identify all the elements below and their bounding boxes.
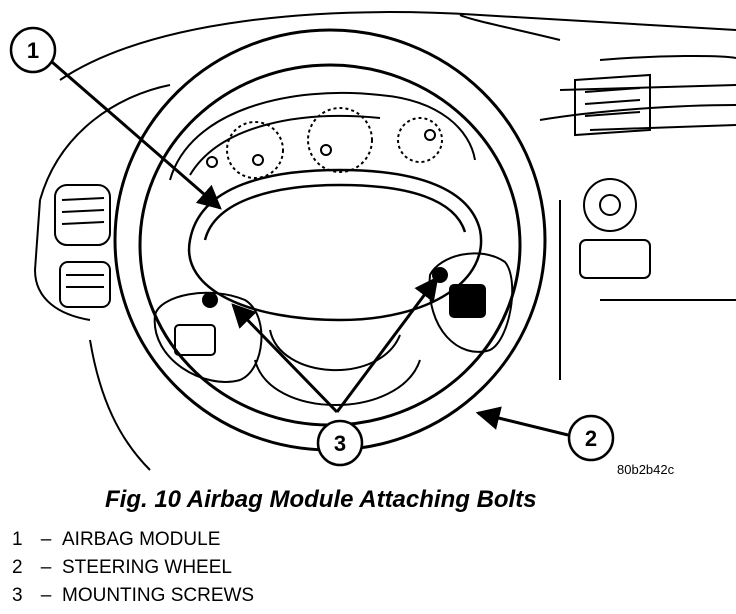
legend-label: AIRBAG MODULE (62, 529, 221, 550)
legend-dash: – (40, 585, 52, 606)
legend-label: MOUNTING SCREWS (62, 585, 255, 606)
figure-id: 80b2b42c (617, 462, 675, 477)
dashboard (33, 11, 736, 471)
airbag-diagram: 1 2 3 (9, 11, 736, 471)
legend-dash: – (40, 529, 52, 550)
legend-number: 1 (12, 529, 23, 550)
left-screw-access (153, 291, 263, 383)
legend-item: 1–AIRBAG MODULE (12, 526, 254, 554)
right-air-vent (574, 73, 651, 279)
callout-3-label: 3 (334, 431, 346, 456)
legend-number: 3 (12, 585, 23, 606)
legend-dash: – (40, 557, 52, 578)
left-air-vent (54, 184, 111, 308)
airbag-module (187, 168, 483, 322)
legend: 1–AIRBAG MODULE 2–STEERING WHEEL 3–MOUNT… (12, 526, 254, 610)
legend-item: 3–MOUNTING SCREWS (12, 582, 254, 610)
callout-2: 2 (475, 406, 615, 462)
callout-1-label: 1 (27, 38, 39, 63)
callout-2-label: 2 (585, 426, 597, 451)
callout-1: 1 (9, 26, 222, 210)
legend-item: 2–STEERING WHEEL (12, 554, 254, 582)
instrument-cluster (169, 91, 476, 181)
steering-column (254, 329, 421, 406)
right-screw-access (428, 252, 514, 353)
callout-3: 3 (231, 276, 439, 467)
figure-caption: Fig. 10 Airbag Module Attaching Bolts (105, 486, 537, 513)
legend-number: 2 (12, 557, 23, 578)
legend-label: STEERING WHEEL (62, 557, 232, 578)
